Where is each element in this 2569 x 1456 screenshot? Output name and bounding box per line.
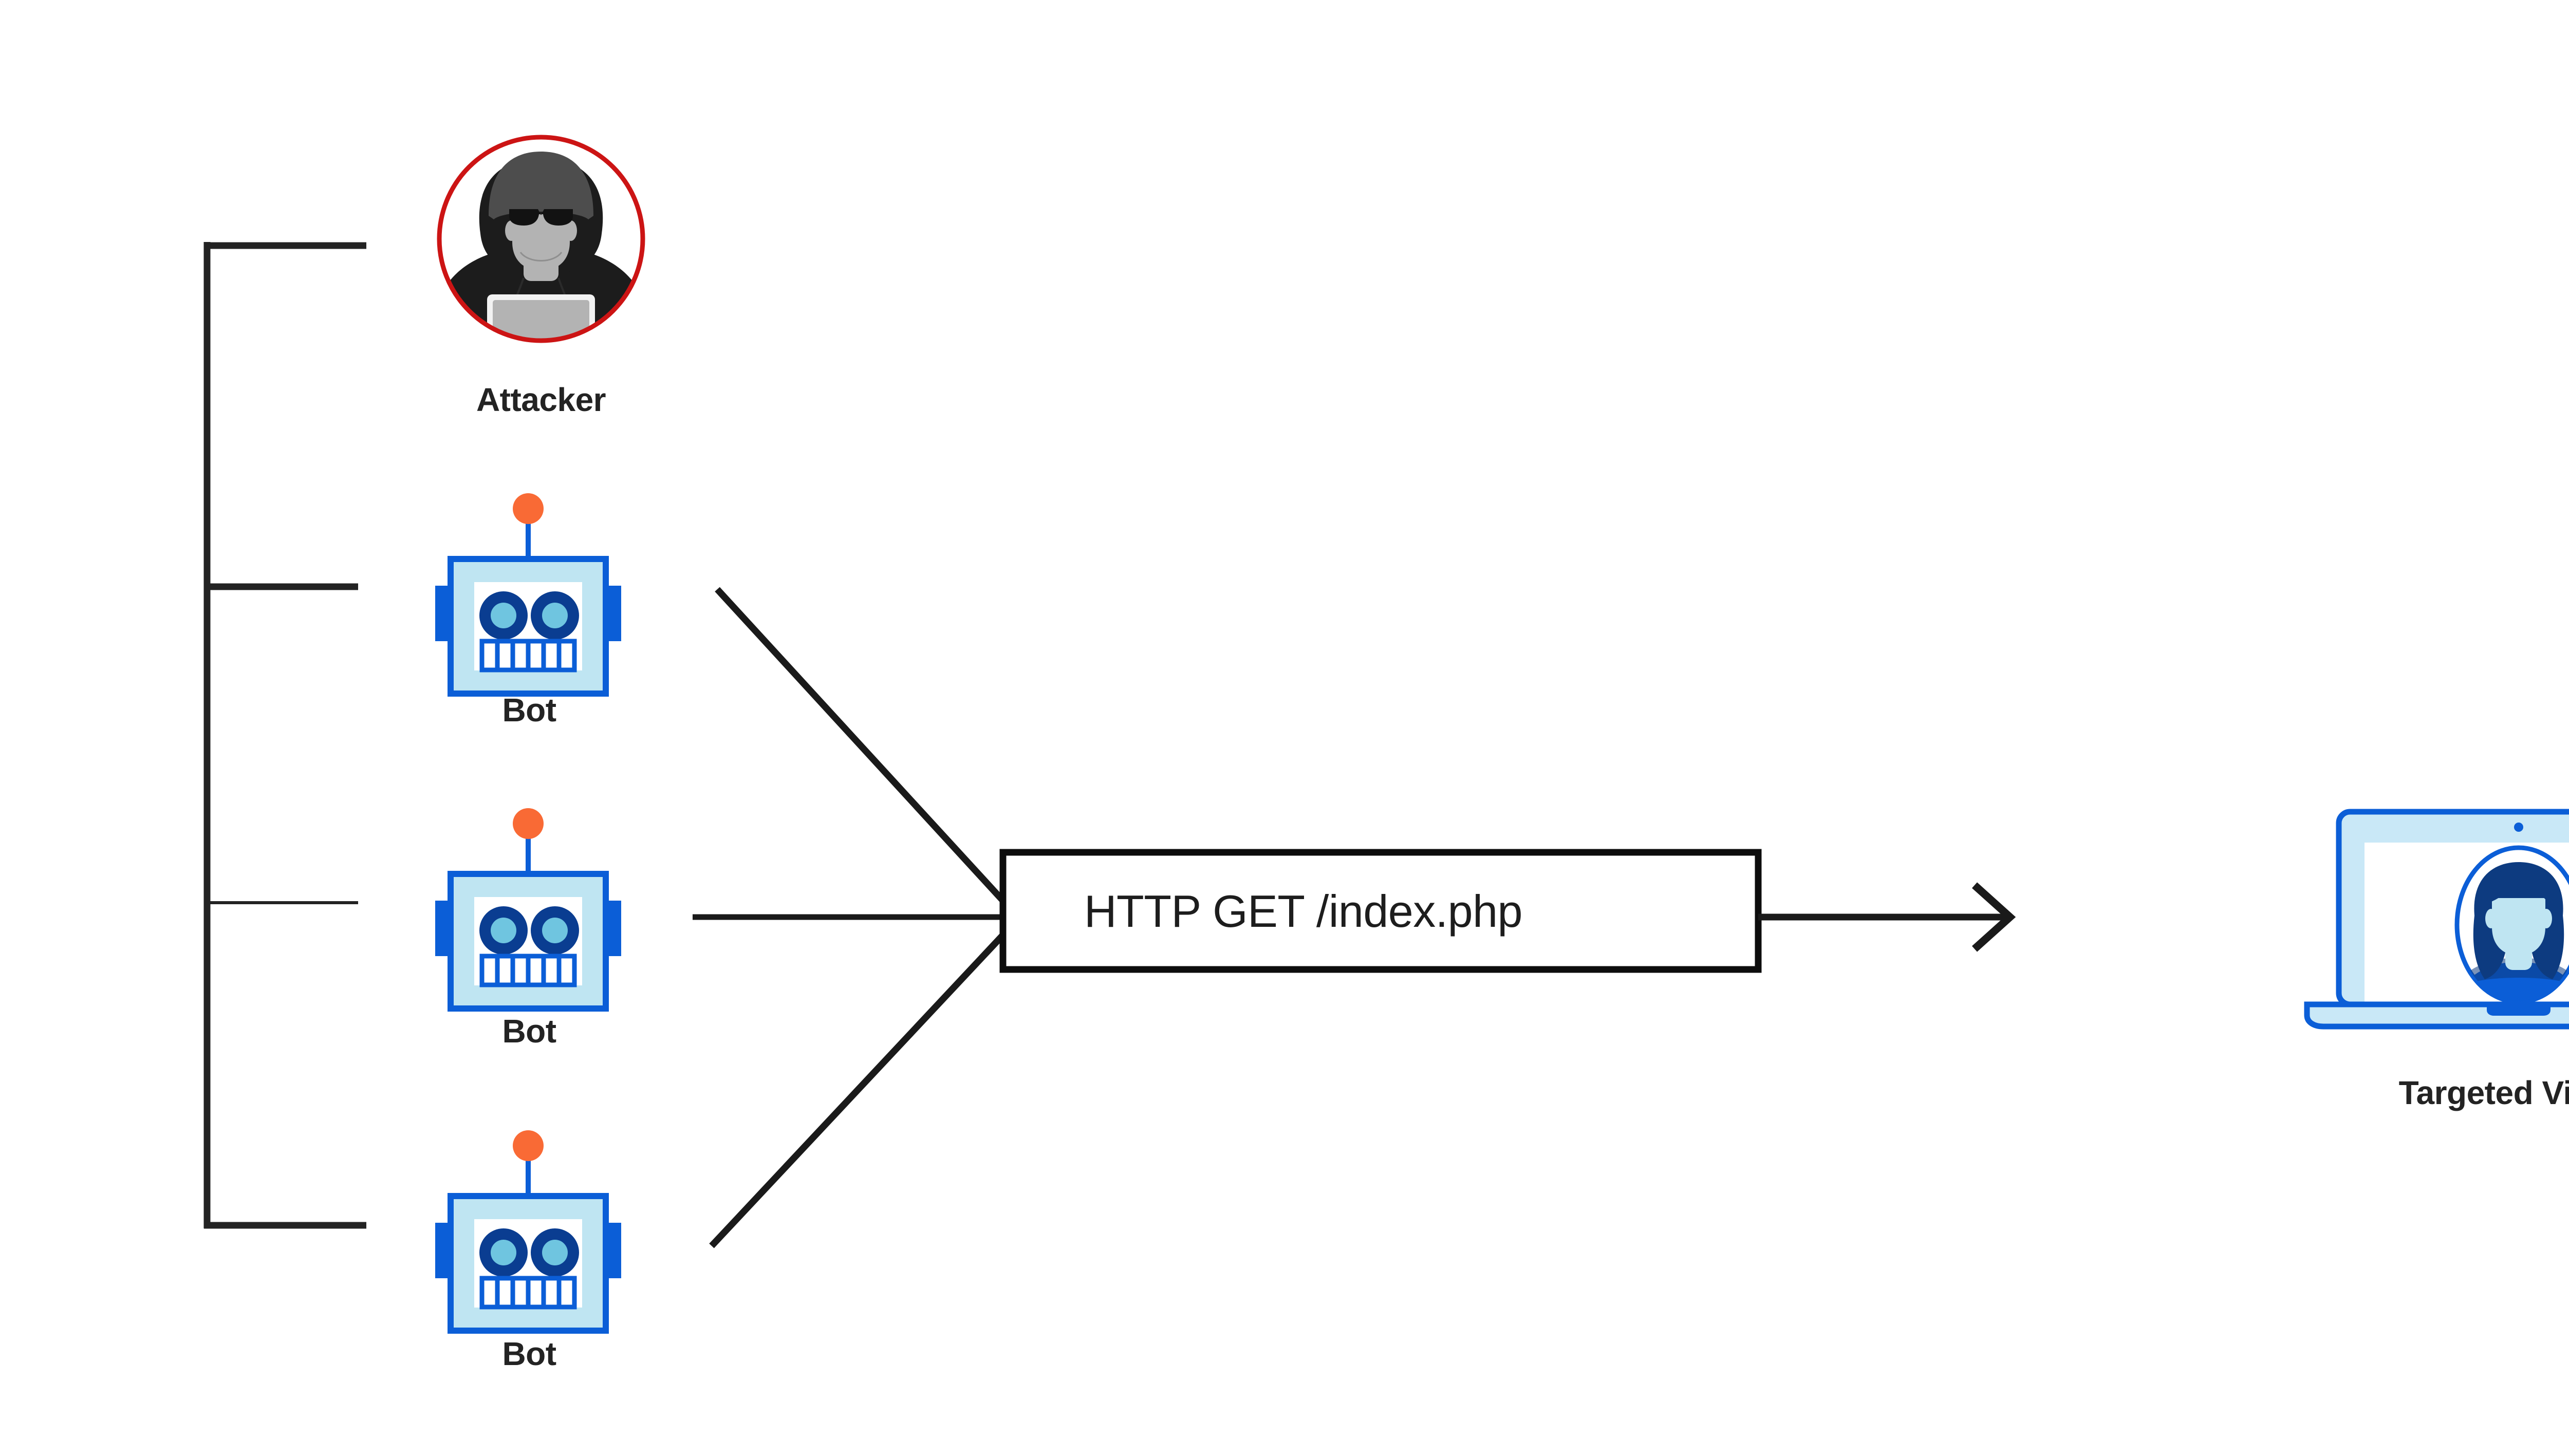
request-to-victim-arrow	[1758, 882, 2016, 952]
victim-label: Targeted Victim	[2398, 1074, 2569, 1111]
avatar-fringe	[2490, 865, 2548, 902]
request-box	[999, 849, 1762, 973]
bot-to-request-connectors	[693, 587, 1006, 1248]
attacker-avatar	[437, 135, 645, 343]
attacker-label: Attacker	[476, 381, 606, 418]
bot-label-1: Bot	[502, 692, 556, 729]
attacker-hood-top	[489, 152, 593, 219]
request-box-label: HTTP GET /index.php	[1084, 886, 1522, 937]
avatar-face	[2492, 898, 2545, 956]
flow-line-bot-1	[715, 587, 1006, 903]
flow-line-bot-3	[709, 932, 1006, 1248]
bot-icon-1	[435, 493, 621, 694]
attacker-alert-ring	[437, 135, 645, 343]
attacker-sunglasses-icon	[509, 209, 573, 226]
bot-icon-2	[435, 808, 621, 1009]
attacker-laptop-screen	[493, 300, 589, 341]
bot-label-2: Bot	[502, 1013, 556, 1050]
arrow-right-icon	[1971, 882, 2016, 952]
victim-laptop-icon	[2304, 809, 2569, 1030]
bot-icon-3	[435, 1130, 621, 1331]
attacker-bot-bracket	[203, 242, 366, 1229]
laptop-notch	[2487, 1004, 2551, 1016]
bot-label-3: Bot	[502, 1335, 556, 1372]
laptop-webcam-dot	[2514, 823, 2523, 832]
